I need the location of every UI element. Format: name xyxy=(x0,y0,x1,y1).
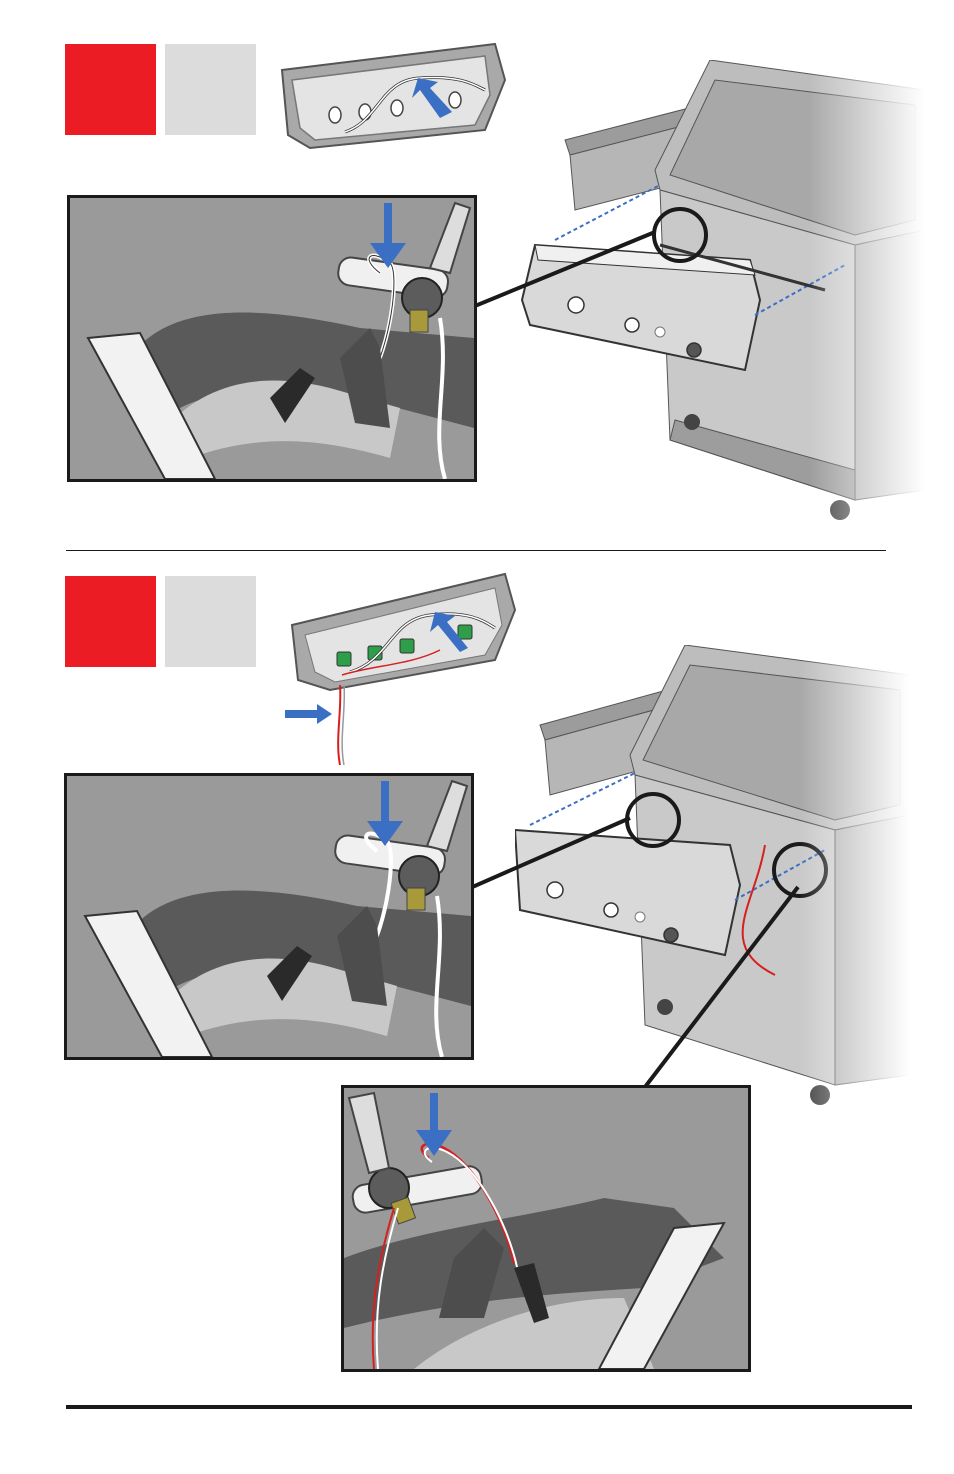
step-2-number-box xyxy=(65,576,156,667)
callout-connector-2 xyxy=(470,810,640,890)
step-1-sub-box xyxy=(165,44,256,135)
step-1-number-box xyxy=(65,44,156,135)
page-bottom-rule xyxy=(66,1405,912,1409)
control-panel-illustration xyxy=(270,40,510,155)
callout-connector-3 xyxy=(640,885,810,1090)
step-2-sub-box xyxy=(165,576,256,667)
ignition-closeup-illustration-3 xyxy=(341,1085,751,1372)
control-panel-illustration-2 xyxy=(280,570,520,770)
step-divider xyxy=(66,550,886,551)
ignition-closeup-illustration xyxy=(67,195,477,482)
callout-connector xyxy=(470,230,690,310)
grill-illustration xyxy=(460,60,925,530)
ignition-closeup-illustration-2 xyxy=(64,773,474,1060)
grill-illustration-2 xyxy=(515,645,910,1115)
